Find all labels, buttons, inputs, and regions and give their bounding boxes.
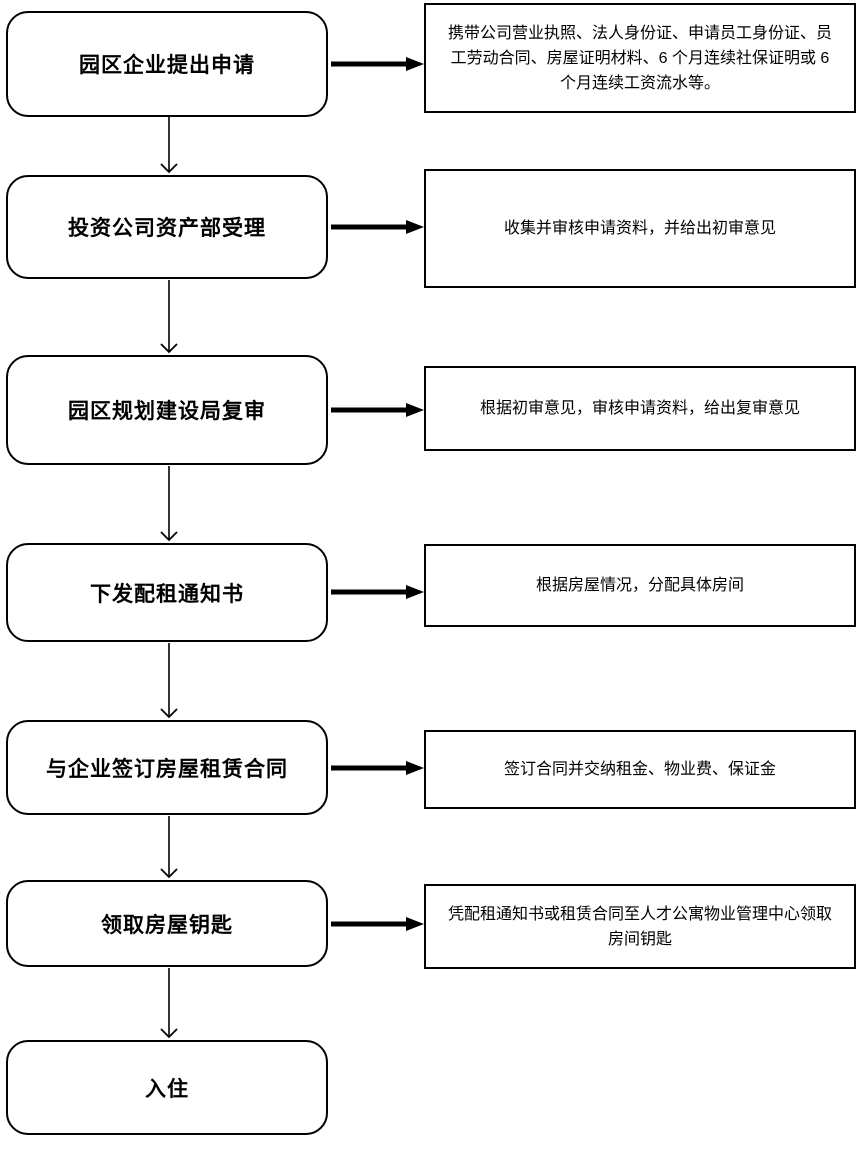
detail-text: 根据房屋情况，分配具体房间: [535, 577, 744, 594]
detail-text: 根据初审意见，审核申请资料，给出复审意见: [479, 400, 800, 417]
detail-text: 凭配租通知书或租赁合同至人才公寓物业管理中心领取房间钥匙: [447, 905, 832, 948]
step-box-review: 园区规划建设局复审: [6, 355, 328, 465]
detail-box-contract: 签订合同并交纳租金、物业费、保证金: [424, 730, 856, 809]
step-label: 下发配租通知书: [90, 582, 244, 606]
detail-text: 携带公司营业执照、法人身份证、申请员工身份证、员工劳动合同、房屋证明材料、6 个…: [447, 24, 832, 92]
step-label: 与企业签订房屋租赁合同: [46, 757, 288, 781]
detail-box-apply: 携带公司营业执照、法人身份证、申请员工身份证、员工劳动合同、房屋证明材料、6 个…: [424, 3, 856, 113]
detail-text: 收集并审核申请资料，并给出初审意见: [503, 220, 776, 237]
step-label: 园区企业提出申请: [79, 54, 255, 77]
step-box-movein: 入住: [6, 1040, 328, 1135]
step-box-accept: 投资公司资产部受理: [6, 175, 328, 279]
detail-box-keys: 凭配租通知书或租赁合同至人才公寓物业管理中心领取房间钥匙: [424, 884, 856, 969]
detail-box-notice: 根据房屋情况，分配具体房间: [424, 544, 856, 627]
detail-text: 签订合同并交纳租金、物业费、保证金: [503, 761, 776, 778]
step-label: 园区规划建设局复审: [68, 400, 266, 423]
step-box-notice: 下发配租通知书: [6, 543, 328, 642]
step-box-contract: 与企业签订房屋租赁合同: [6, 720, 328, 815]
detail-box-review: 根据初审意见，审核申请资料，给出复审意见: [424, 366, 856, 451]
step-label: 领取房屋钥匙: [101, 913, 233, 937]
detail-box-accept: 收集并审核申请资料，并给出初审意见: [424, 169, 856, 288]
step-box-keys: 领取房屋钥匙: [6, 880, 328, 967]
step-label: 入住: [145, 1077, 189, 1101]
step-box-apply: 园区企业提出申请: [6, 11, 328, 117]
step-label: 投资公司资产部受理: [68, 217, 266, 240]
